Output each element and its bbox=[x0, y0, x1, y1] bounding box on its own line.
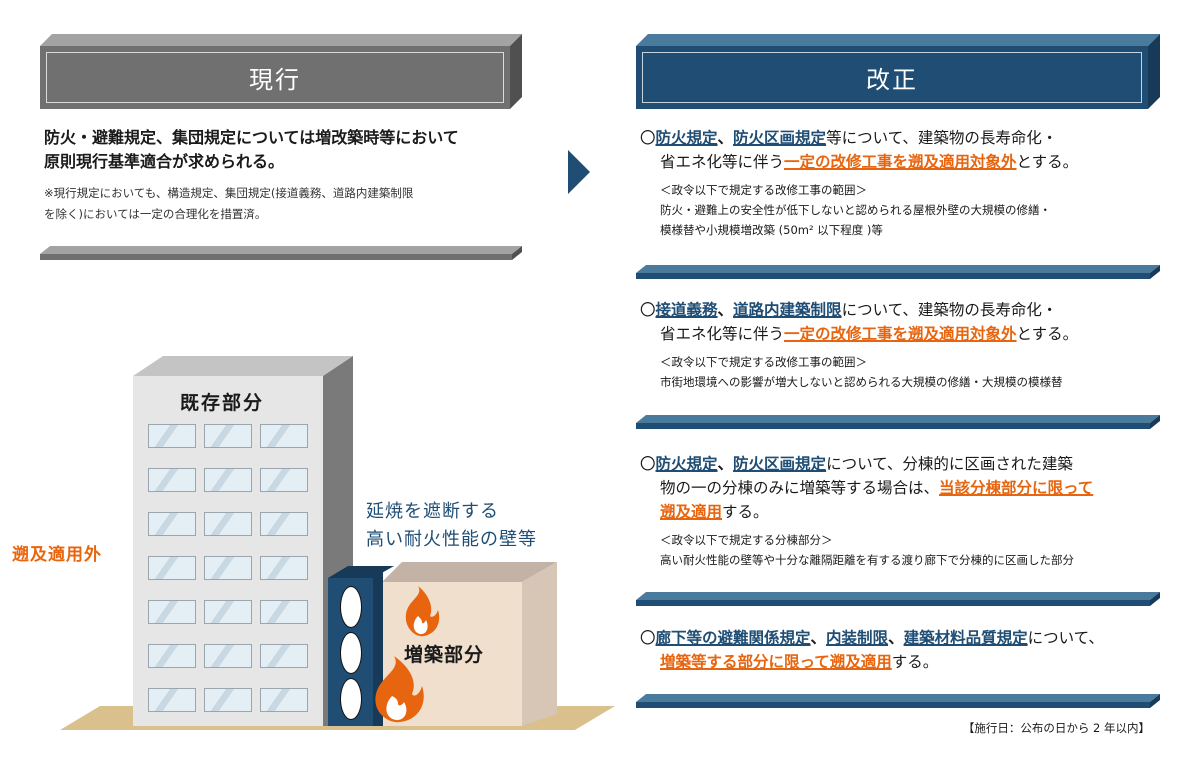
divider-slab bbox=[636, 694, 1160, 708]
current-footer-slab bbox=[40, 246, 522, 260]
fire-wall-label: 延焼を遮断する 高い耐火性能の壁等 bbox=[366, 498, 537, 554]
wall-opening bbox=[340, 678, 362, 720]
window bbox=[148, 468, 196, 492]
lead-line-2: 原則現行基準適合が求められる。 bbox=[44, 152, 285, 171]
fire-wall-label-line-2: 高い耐火性能の壁等 bbox=[366, 529, 537, 550]
divider-slab bbox=[636, 265, 1160, 279]
note-line-1: ※現行規定においても、構造規定、集団規定(接道義務、道路内建築制限 bbox=[44, 186, 414, 200]
window bbox=[260, 468, 308, 492]
window bbox=[204, 424, 252, 448]
window bbox=[260, 424, 308, 448]
window bbox=[204, 600, 252, 624]
window bbox=[204, 688, 252, 712]
window bbox=[204, 512, 252, 536]
highlight-exempt: 一定の改修工事を遡及適用対象外 bbox=[784, 325, 1017, 343]
note-line-2: を除く)においては一定の合理化を措置済。 bbox=[44, 207, 267, 221]
sub-title: ＜政令以下で規定する改修工事の範囲＞ bbox=[660, 183, 867, 197]
divider-slab bbox=[636, 415, 1160, 429]
revision-item-1: 〇防火規定、防火区画規定等について、建築物の長寿命化・ 省エネ化等に伴う一定の改… bbox=[640, 126, 1160, 240]
current-note: ※現行規定においても、構造規定、集団規定(接道義務、道路内建築制限 を除く)にお… bbox=[44, 183, 524, 225]
window bbox=[204, 644, 252, 668]
revision-item-2: 〇接道義務、道路内建築制限について、建築物の長寿命化・ 省エネ化等に伴う一定の改… bbox=[640, 298, 1160, 392]
sub-line: 防火・避難上の安全性が低下しないと認められる屋根外壁の大規模の修繕・ bbox=[660, 203, 1051, 217]
revision-header-title: 改正 bbox=[642, 52, 1142, 103]
retroactive-exempt-label: 遡及適用外 bbox=[12, 545, 102, 565]
window bbox=[148, 556, 196, 580]
arrow-right-icon bbox=[568, 150, 590, 194]
keyword-material: 建築材料品質規定 bbox=[903, 629, 1028, 647]
sub-line: 高い耐火性能の壁等や十分な離隔距離を有する渡り廊下で分棟的に区画した部分 bbox=[660, 553, 1074, 567]
window bbox=[260, 556, 308, 580]
window bbox=[148, 688, 196, 712]
flame-icon bbox=[375, 656, 424, 723]
window bbox=[260, 644, 308, 668]
window bbox=[148, 512, 196, 536]
addition-side bbox=[522, 562, 557, 726]
current-header: 現行 bbox=[40, 34, 522, 109]
fire-wall-label-line-1: 延焼を遮断する bbox=[366, 501, 499, 522]
window bbox=[148, 424, 196, 448]
current-header-title: 現行 bbox=[46, 52, 504, 103]
addition-label: 増築部分 bbox=[404, 644, 485, 666]
window bbox=[204, 468, 252, 492]
flame-icon bbox=[405, 586, 440, 637]
sub-line: 市街地環境への影響が増大しないと認められる大規模の修繕・大規模の模様替 bbox=[660, 375, 1063, 389]
highlight-limited: 増築等する部分に限って遡及適用 bbox=[660, 653, 892, 671]
lead-line-1: 防火・避難規定、集団規定については増改築時等において bbox=[44, 128, 459, 147]
sub-title: ＜政令以下で規定する分棟部分＞ bbox=[660, 533, 833, 547]
keyword-fire-compartment: 防火区画規定 bbox=[733, 455, 827, 473]
wall-opening bbox=[340, 586, 362, 628]
highlight-exempt: 一定の改修工事を遡及適用対象外 bbox=[784, 153, 1017, 171]
window bbox=[148, 600, 196, 624]
revision-item-4: 〇廊下等の避難関係規定、内装制限、建築材料品質規定について、 増築等する部分に限… bbox=[640, 629, 1104, 671]
window bbox=[204, 556, 252, 580]
window bbox=[260, 688, 308, 712]
sub-line: 模様替や小規模増改築 (50m² 以下程度 )等 bbox=[660, 223, 883, 237]
addition-roof bbox=[382, 562, 557, 582]
keyword-fire-compartment: 防火区画規定 bbox=[733, 129, 827, 147]
keyword-road-access: 接道義務 bbox=[655, 301, 718, 319]
window bbox=[148, 644, 196, 668]
revision-item-3: 〇防火規定、防火区画規定について、分棟的に区画された建築 物の一の分棟のみに増築… bbox=[640, 452, 1160, 570]
keyword-interior: 内装制限 bbox=[826, 629, 889, 647]
existing-label: 既存部分 bbox=[180, 392, 265, 414]
highlight-retroactive: 遡及適用 bbox=[660, 503, 723, 521]
window bbox=[260, 600, 308, 624]
wall-opening bbox=[340, 632, 362, 674]
keyword-road-construction: 道路内建築制限 bbox=[733, 301, 842, 319]
keyword-fire-regulation: 防火規定 bbox=[655, 129, 718, 147]
window bbox=[260, 512, 308, 536]
existing-building-roof bbox=[133, 356, 353, 376]
effective-date: 【施行日：公布の日から 2 年以内】 bbox=[962, 721, 1150, 735]
revision-header: 改正 bbox=[636, 34, 1160, 109]
divider-slab bbox=[636, 592, 1160, 606]
keyword-fire-regulation: 防火規定 bbox=[655, 455, 718, 473]
sub-title: ＜政令以下で規定する改修工事の範囲＞ bbox=[660, 355, 867, 369]
keyword-evacuation: 廊下等の避難関係規定 bbox=[655, 629, 811, 647]
highlight-limited: 当該分棟部分に限って bbox=[939, 479, 1094, 497]
current-lead-text: 防火・避難規定、集団規定については増改築時等において 原則現行基準適合が求められ… bbox=[44, 126, 524, 174]
fire-wall-side bbox=[373, 566, 383, 726]
